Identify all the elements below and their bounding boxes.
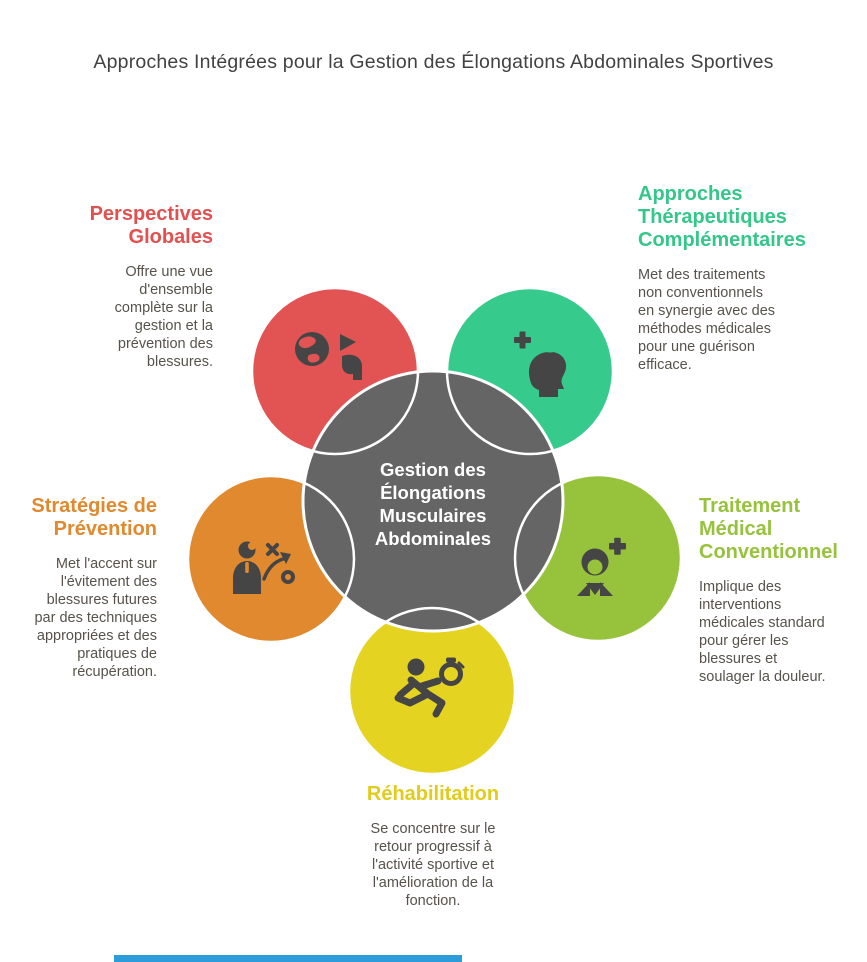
section-title-line: Stratégies de bbox=[31, 495, 157, 517]
section-title-line: Globales bbox=[128, 226, 213, 248]
stopwatch-dial bbox=[439, 662, 463, 686]
desc-line: Met l'accent sur bbox=[55, 556, 157, 572]
desc-line: l'activité sportive et bbox=[371, 857, 495, 873]
section-title-line: Perspectives bbox=[89, 203, 213, 225]
section-title: Approches Thérapeutiques Complémentaires bbox=[638, 183, 853, 252]
desc-line: médicales standard bbox=[699, 615, 825, 631]
desc-line: Implique des bbox=[699, 579, 782, 595]
plus-vertical bbox=[519, 331, 526, 349]
runner-stopwatch-icon bbox=[394, 657, 465, 718]
section-title-line: Conventionnel bbox=[699, 541, 838, 563]
desc-line: Offre une vue bbox=[125, 264, 213, 280]
circle-rehabilitation-outline bbox=[347, 606, 517, 776]
desc-line: Se concentre sur le bbox=[370, 821, 496, 837]
medical-female-plus-icon bbox=[577, 537, 626, 596]
circle-therapeutiques-outline bbox=[445, 286, 615, 456]
section-title-line: Thérapeutiques bbox=[638, 206, 787, 228]
stopwatch-crown bbox=[446, 657, 456, 663]
section-approches-therapeutiques: Approches Thérapeutiques Complémentaires… bbox=[638, 183, 853, 374]
therapy-head-plus-icon bbox=[514, 331, 567, 397]
desc-line: retour progressif à bbox=[374, 839, 492, 855]
desc-line: soulager la douleur. bbox=[699, 669, 826, 685]
desc-line: blessures futures bbox=[46, 592, 157, 608]
desc-line: gestion et la bbox=[134, 318, 213, 334]
desc-line: prévention des bbox=[117, 336, 213, 352]
footer-progress-bar bbox=[114, 955, 462, 962]
medic-shoulder-right bbox=[600, 582, 613, 596]
section-title: Traitement Médical Conventionnel bbox=[699, 495, 861, 564]
person-head-notch bbox=[248, 542, 256, 550]
desc-line: pour une guérison bbox=[638, 339, 755, 355]
section-rehabilitation: Réhabilitation Se concentre sur le retou… bbox=[328, 783, 538, 910]
tactic-o bbox=[281, 570, 295, 584]
person-body bbox=[233, 561, 261, 594]
desc-line: en synergie avec des bbox=[638, 303, 776, 319]
center-label-line: Élongations bbox=[380, 482, 486, 503]
section-title-line: Réhabilitation bbox=[366, 783, 500, 805]
circle-rehabilitation bbox=[349, 608, 515, 774]
desc-line: appropriées et des bbox=[36, 628, 157, 644]
desc-line: l'amélioration de la bbox=[372, 875, 494, 891]
tactic-arrow bbox=[262, 557, 285, 581]
strategy-person-icon bbox=[233, 541, 295, 594]
viewer-wedge bbox=[340, 334, 356, 351]
desc-line: efficace. bbox=[638, 357, 692, 373]
section-title: Perspectives Globales bbox=[27, 203, 213, 249]
section-strategies-prevention: Stratégies de Prévention Met l'accent su… bbox=[9, 495, 157, 681]
section-description: Met des traitements non conventionnels e… bbox=[638, 266, 853, 374]
plus-vertical bbox=[614, 537, 621, 555]
circle-perspectives-outline bbox=[250, 286, 420, 456]
medic-collar bbox=[586, 583, 604, 595]
desc-line: fonction. bbox=[405, 893, 461, 909]
globe-continent bbox=[307, 353, 320, 363]
globe-perspective-icon bbox=[295, 332, 362, 380]
section-title: Réhabilitation bbox=[328, 783, 538, 806]
stopwatch-button bbox=[457, 661, 465, 669]
head-profile bbox=[528, 351, 567, 397]
section-description: Implique des interventions médicales sta… bbox=[699, 578, 861, 686]
section-title-line: Complémentaires bbox=[638, 229, 806, 251]
section-description: Met l'accent sur l'évitement des blessur… bbox=[9, 555, 157, 681]
desc-line: d'ensemble bbox=[139, 282, 213, 298]
globe-continent bbox=[298, 336, 316, 349]
desc-line: Met des traitements bbox=[638, 267, 766, 283]
page-title: Approches Intégrées pour la Gestion des … bbox=[93, 51, 774, 73]
center-label-line: Abdominales bbox=[374, 528, 492, 549]
desc-line: méthodes médicales bbox=[638, 321, 771, 337]
medic-face bbox=[587, 559, 603, 575]
circle-prevention-outline bbox=[186, 474, 356, 644]
section-title: Stratégies de Prévention bbox=[9, 495, 157, 541]
desc-line: par des techniques bbox=[34, 610, 157, 626]
desc-line: pour gérer les bbox=[699, 633, 789, 649]
desc-line: non conventionnels bbox=[638, 285, 763, 301]
desc-line: blessures et bbox=[699, 651, 778, 667]
section-title-line: Prévention bbox=[53, 518, 157, 540]
section-description: Se concentre sur le retour progressif à … bbox=[328, 820, 538, 910]
desc-line: interventions bbox=[699, 597, 782, 613]
medic-shoulder-left bbox=[577, 582, 590, 596]
person-tie bbox=[245, 562, 249, 573]
desc-line: pratiques de bbox=[77, 646, 157, 662]
desc-line: l'évitement des bbox=[60, 574, 157, 590]
runner-head bbox=[407, 658, 425, 676]
center-label-line: Musculaires bbox=[379, 505, 487, 526]
section-perspectives-globales: Perspectives Globales Offre une vue d'en… bbox=[27, 203, 213, 371]
section-title-line: Approches bbox=[638, 183, 743, 205]
section-title-line: Médical bbox=[699, 518, 773, 540]
center-label-line: Gestion des bbox=[380, 459, 486, 480]
center-label: Gestion des Élongations Musculaires Abdo… bbox=[333, 458, 533, 550]
section-traitement-medical: Traitement Médical Conventionnel Impliqu… bbox=[699, 495, 861, 686]
desc-line: blessures. bbox=[146, 354, 213, 370]
viewer-head bbox=[342, 354, 362, 380]
section-description: Offre une vue d'ensemble complète sur la… bbox=[27, 263, 213, 371]
center-circle bbox=[301, 369, 565, 633]
head-swoosh bbox=[542, 344, 561, 353]
circle-traitement-outline bbox=[513, 473, 683, 643]
tactic-x bbox=[266, 543, 279, 556]
runner-body bbox=[394, 676, 446, 718]
section-title-line: Traitement bbox=[699, 495, 801, 517]
desc-line: complète sur la bbox=[114, 300, 213, 316]
desc-line: récupération. bbox=[72, 664, 157, 680]
tactic-arrowhead bbox=[280, 552, 291, 564]
